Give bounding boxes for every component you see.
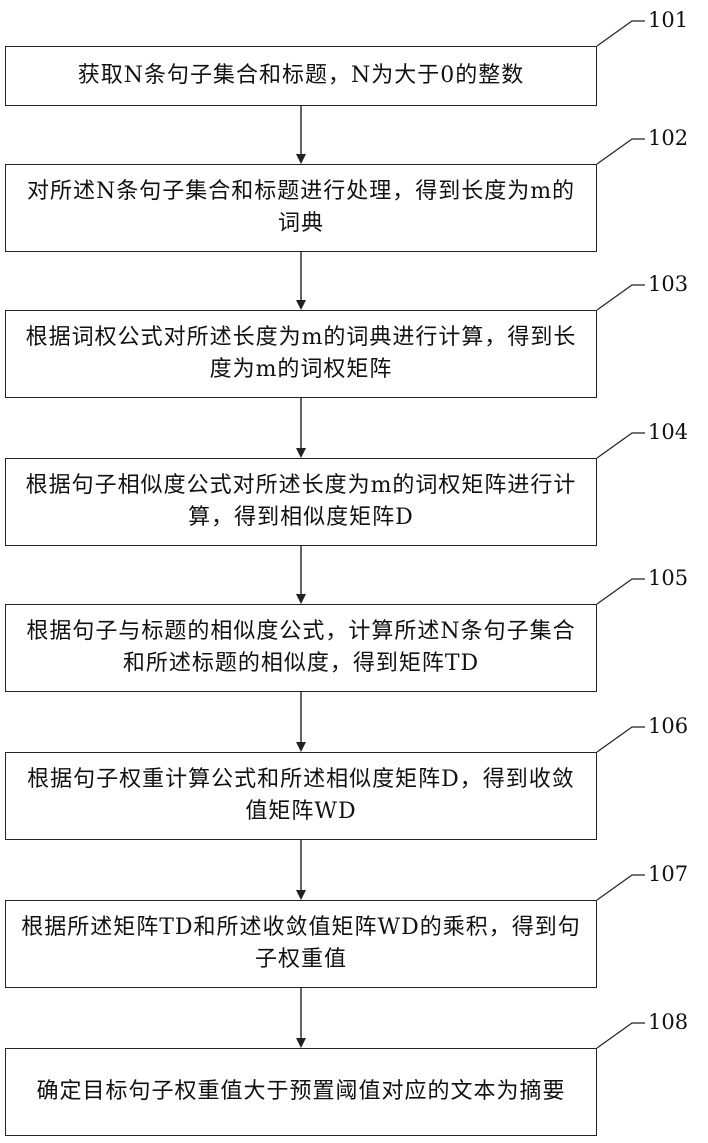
step-number: 102	[648, 126, 688, 150]
step-number: 103	[648, 272, 688, 296]
arrow-head	[296, 594, 306, 604]
arrow-head	[296, 154, 306, 164]
step-box-107: 根据所述矩阵TD和所述收敛值矩阵WD的乘积，得到句子权重值	[5, 900, 597, 988]
leader-line	[597, 433, 645, 458]
step-number: 101	[648, 8, 688, 32]
step-number: 104	[648, 420, 688, 444]
step-text: 根据句子与标题的相似度公式，计算所述N条句子集合和所述标题的相似度，得到矩阵TD	[6, 616, 596, 680]
step-text: 根据词权公式对所述长度为m的词典进行计算，得到长度为m的词权矩阵	[6, 322, 596, 386]
step-box-103: 根据词权公式对所述长度为m的词典进行计算，得到长度为m的词权矩阵	[5, 310, 597, 398]
leader-line	[597, 1023, 645, 1048]
leader-line	[597, 579, 645, 604]
step-text: 确定目标句子权重值大于预置阈值对应的文本为摘要	[24, 1076, 577, 1108]
step-box-108: 确定目标句子权重值大于预置阈值对应的文本为摘要	[5, 1048, 597, 1136]
arrow-head	[296, 890, 306, 900]
step-number: 107	[648, 862, 688, 886]
arrow-head	[296, 300, 306, 310]
step-text: 根据句子权重计算公式和所述相似度矩阵D，得到收敛值矩阵WD	[6, 764, 596, 828]
leader-line	[597, 875, 645, 900]
leader-line	[597, 727, 645, 752]
arrow-head	[296, 742, 306, 752]
step-text: 获取N条句子集合和标题，N为大于0的整数	[66, 60, 537, 92]
step-box-106: 根据句子权重计算公式和所述相似度矩阵D，得到收敛值矩阵WD	[5, 752, 597, 840]
step-box-101: 获取N条句子集合和标题，N为大于0的整数	[5, 46, 597, 106]
step-text: 根据句子相似度公式对所述长度为m的词权矩阵进行计算，得到相似度矩阵D	[6, 470, 596, 534]
leader-line	[597, 285, 645, 310]
leader-line	[597, 139, 645, 164]
step-box-104: 根据句子相似度公式对所述长度为m的词权矩阵进行计算，得到相似度矩阵D	[5, 458, 597, 546]
step-number: 106	[648, 714, 688, 738]
step-box-102: 对所述N条句子集合和标题进行处理，得到长度为m的词典	[5, 164, 597, 252]
arrow-head	[296, 1038, 306, 1048]
step-text: 根据所述矩阵TD和所述收敛值矩阵WD的乘积，得到句子权重值	[6, 912, 596, 976]
step-box-105: 根据句子与标题的相似度公式，计算所述N条句子集合和所述标题的相似度，得到矩阵TD	[5, 604, 597, 692]
step-number: 105	[648, 566, 688, 590]
arrow-head	[296, 448, 306, 458]
leader-line	[597, 21, 645, 46]
step-number: 108	[648, 1010, 688, 1034]
step-text: 对所述N条句子集合和标题进行处理，得到长度为m的词典	[6, 176, 596, 240]
